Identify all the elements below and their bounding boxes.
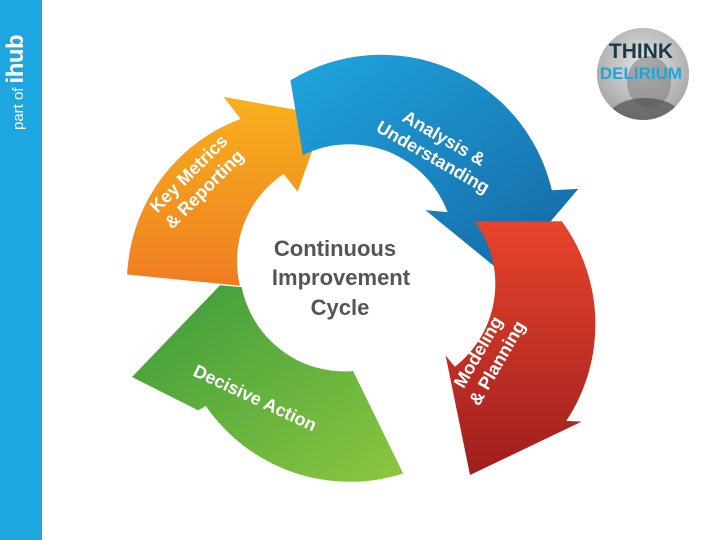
center-title-line-3: Cycle bbox=[311, 295, 370, 320]
center-title-line-2: Improvement bbox=[272, 265, 411, 290]
think-delirium-logo: THINK DELIRIUM bbox=[597, 28, 689, 120]
logo-line-1: THINK bbox=[609, 40, 673, 63]
arrow-modeling bbox=[445, 221, 596, 475]
arrow-key-metrics bbox=[127, 96, 325, 286]
logo-line-2: DELIRIUM bbox=[600, 64, 682, 83]
center-title-line-1: Continuous bbox=[274, 236, 396, 261]
arrow-analysis bbox=[290, 54, 579, 275]
sidebar-brand-strip: part of ihub bbox=[0, 0, 42, 540]
arrow-decisive-action bbox=[132, 285, 404, 482]
